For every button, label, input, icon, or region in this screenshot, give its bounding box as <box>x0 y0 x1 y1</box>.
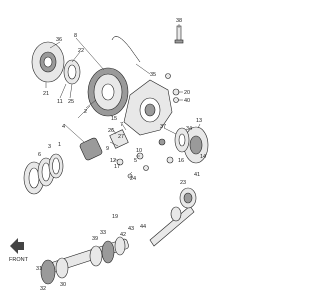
drive-shaft-part <box>149 187 197 247</box>
callout-label: 8 <box>74 33 77 39</box>
callout-label: 13 <box>196 118 202 124</box>
callout-label: 1 <box>58 142 61 148</box>
callout-label: 37 <box>160 124 166 130</box>
callout-label: 36 <box>56 37 62 43</box>
gear-case-part <box>123 79 173 136</box>
callout-labels: 38 36 8 22 35 20 21 40 11 25 2 15 4 7 26… <box>36 18 206 292</box>
breather-tube-part <box>111 36 141 63</box>
callout-label: 25 <box>68 99 74 105</box>
callout-label: 31 <box>36 266 42 272</box>
callout-label: 17 <box>114 164 120 170</box>
callout-label: 5 <box>134 158 137 164</box>
callout-label: 30 <box>60 282 66 288</box>
bolt-part <box>174 25 184 44</box>
callout-label: 26 <box>108 128 114 134</box>
front-arrow-label: FRONT <box>9 257 29 263</box>
callout-label: 15 <box>111 116 117 122</box>
exploded-parts-diagram: FRONT 38 36 8 22 35 20 21 40 11 25 <box>9 18 209 292</box>
callout-label: 10 <box>136 148 142 154</box>
callout-label: 33 <box>100 230 106 236</box>
front-direction-arrow: FRONT <box>9 238 29 263</box>
callout-label: 34 <box>186 126 192 132</box>
callout-label: 32 <box>40 286 46 292</box>
callout-label: 27 <box>118 134 124 140</box>
callout-label: 39 <box>92 236 98 242</box>
small-fittings-part <box>116 138 174 179</box>
callout-label: 21 <box>43 91 49 97</box>
bearing-housing-part <box>174 126 209 164</box>
callout-label: 20 <box>184 90 190 96</box>
leader-lines <box>45 24 201 175</box>
callout-label: 23 <box>180 180 186 186</box>
callout-label: 42 <box>120 232 126 238</box>
callout-label: 24 <box>130 176 136 182</box>
callout-label: 38 <box>176 18 182 24</box>
callout-label: 12 <box>110 158 116 164</box>
pinion-gear-part <box>79 129 129 161</box>
callout-label: 43 <box>128 226 134 232</box>
callout-label: 19 <box>112 214 118 220</box>
callout-label: 9 <box>106 146 109 152</box>
seal-ring-part <box>63 59 81 85</box>
callout-label: 4 <box>62 124 65 130</box>
output-shaft-assembly-part <box>40 236 129 285</box>
callout-label: 35 <box>150 72 156 78</box>
callout-label: 6 <box>38 152 41 158</box>
ring-gear-part <box>87 67 129 117</box>
shim-rings-part <box>23 153 64 195</box>
housing-flange-part <box>31 41 65 83</box>
callout-label: 22 <box>78 48 84 54</box>
callout-label: 44 <box>140 224 146 230</box>
callout-label: 3 <box>48 144 51 150</box>
callout-label: 16 <box>178 158 184 164</box>
callout-label: 41 <box>194 172 200 178</box>
callout-label: 2 <box>84 109 87 115</box>
callout-label: 11 <box>57 99 63 105</box>
callout-label: 7 <box>120 122 123 128</box>
callout-label: 40 <box>184 98 190 104</box>
callout-label: 14 <box>200 154 206 160</box>
